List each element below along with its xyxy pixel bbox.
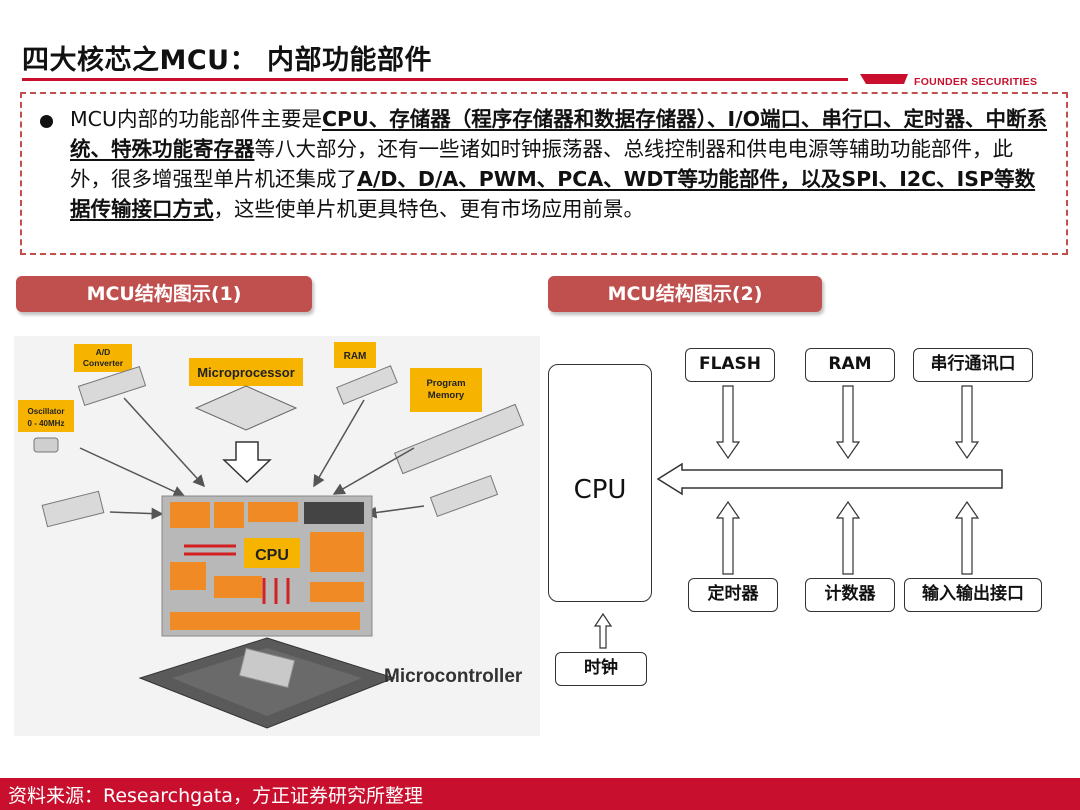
counter-up-arrow-icon bbox=[835, 500, 861, 575]
timer-up-arrow-icon bbox=[715, 500, 741, 575]
brand-logo-icon bbox=[860, 74, 908, 84]
mcu-die: CPU bbox=[161, 495, 373, 637]
flash-down-arrow-icon bbox=[715, 385, 741, 460]
mcu-structure-illustration: A/D Converter Microprocessor RAM Program… bbox=[14, 336, 540, 736]
io-interface-block: 输入输出接口 bbox=[904, 578, 1042, 612]
microprocessor-chip: Microprocessor bbox=[189, 358, 303, 431]
side-chip-left bbox=[41, 490, 105, 528]
svg-text:Program: Program bbox=[426, 378, 465, 389]
svg-text:Converter: Converter bbox=[83, 358, 124, 368]
svg-text:A/D: A/D bbox=[96, 347, 111, 357]
brand-name: FOUNDER SECURITIES bbox=[914, 76, 1038, 88]
timer-label: 定时器 bbox=[707, 584, 759, 604]
intro-text-3: ，这些使单片机更具特色、更有市场应用前景。 bbox=[213, 197, 645, 221]
intro-paragraph: MCU内部的功能部件主要是CPU、存储器（程序存储器和数据存储器）、I/O端口、… bbox=[70, 104, 1048, 224]
svg-text:0 - 40MHz: 0 - 40MHz bbox=[28, 419, 65, 428]
mcu-package bbox=[138, 637, 396, 729]
serial-port-block: 串行通讯口 bbox=[913, 348, 1033, 382]
ram-chip: RAM bbox=[334, 342, 398, 405]
intro-highlight-1: CPU、存储器（程序存储器和数据存储器）、I/O端口、串行口、定时器、中断系统、… bbox=[70, 107, 1048, 161]
flash-block: FLASH bbox=[685, 348, 775, 382]
mcu-block-diagram: CPU FLASH RAM 串行通讯口 定时器 计数器 输入输出接口 时钟 bbox=[540, 336, 1080, 736]
flow-arrows bbox=[79, 397, 425, 520]
section-label-figure-1: MCU结构图示(1) bbox=[16, 276, 312, 312]
cpu-label: CPU bbox=[573, 475, 627, 505]
ram-down-arrow-icon bbox=[835, 385, 861, 460]
bus-arrow-icon bbox=[656, 462, 1003, 496]
ram-block-label: RAM bbox=[828, 354, 872, 374]
ad-converter-chip: A/D Converter bbox=[74, 344, 147, 407]
oscillator-chip: Oscillator 0 - 40MHz bbox=[18, 400, 74, 453]
counter-label: 计数器 bbox=[824, 584, 876, 604]
intro-box: MCU内部的功能部件主要是CPU、存储器（程序存储器和数据存储器）、I/O端口、… bbox=[20, 92, 1068, 255]
intro-text-2: 等八大部分，还有一些诸如时钟振荡器、总线控制器和供电电源等辅助功能部件，此外，很… bbox=[70, 137, 1013, 191]
microcontroller-label: Microcontroller bbox=[384, 666, 523, 687]
intro-highlight-2: A/D、D/A、PWM、PCA、WDT等功能部件，以及SPI、I2C、ISP等数… bbox=[70, 167, 1036, 221]
io-up-arrow-icon bbox=[954, 500, 980, 575]
page-title: 四大核芯之MCU： 内部功能部件 bbox=[22, 45, 433, 76]
clock-block: 时钟 bbox=[555, 652, 647, 686]
ram-block: RAM bbox=[805, 348, 895, 382]
timer-block: 定时器 bbox=[688, 578, 778, 612]
diagram-arrows bbox=[593, 385, 1003, 649]
cpu-block: CPU bbox=[548, 364, 652, 602]
svg-text:Memory: Memory bbox=[428, 390, 465, 401]
svg-text:Oscillator: Oscillator bbox=[28, 407, 65, 416]
intro-text-1: MCU内部的功能部件主要是 bbox=[70, 107, 323, 131]
clock-label: 时钟 bbox=[584, 658, 618, 678]
counter-block: 计数器 bbox=[805, 578, 895, 612]
down-arrow-icon bbox=[222, 441, 272, 484]
serial-down-arrow-icon bbox=[954, 385, 980, 460]
footer-bar: 资料来源：Researchgata，方正证券研究所整理 bbox=[0, 778, 1080, 810]
serial-label: 串行通讯口 bbox=[930, 354, 1016, 374]
bullet-icon bbox=[40, 115, 53, 128]
die-cpu-label: CPU bbox=[255, 547, 289, 564]
io-label: 输入输出接口 bbox=[922, 584, 1024, 604]
side-chip-right bbox=[429, 475, 499, 517]
title-divider bbox=[22, 78, 848, 81]
program-memory-chip: Program Memory bbox=[393, 368, 525, 475]
section-label-figure-2: MCU结构图示(2) bbox=[548, 276, 822, 312]
source-note: 资料来源：Researchgata，方正证券研究所整理 bbox=[8, 785, 423, 807]
flash-label: FLASH bbox=[698, 354, 762, 374]
clock-up-arrow-icon bbox=[593, 612, 613, 649]
ram-label: RAM bbox=[344, 351, 367, 362]
microprocessor-label: Microprocessor bbox=[197, 365, 295, 380]
